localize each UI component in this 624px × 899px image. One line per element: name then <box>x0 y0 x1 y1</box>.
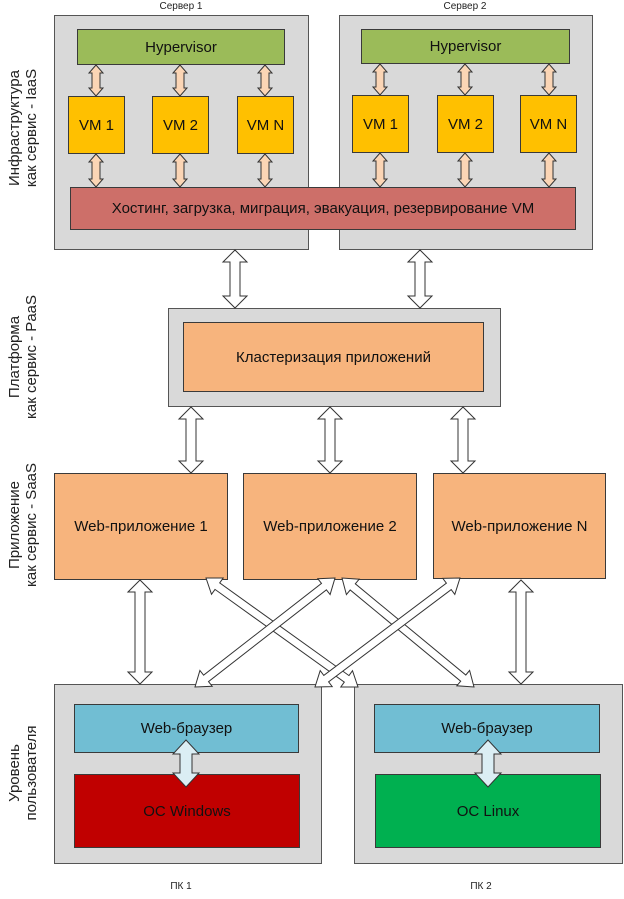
arrow-app2-pc2 <box>341 577 475 688</box>
arrow-server2-platform <box>406 249 434 309</box>
hosting-bar[interactable]: Хостинг, загрузка, миграция, эвакуация, … <box>70 187 576 230</box>
arrow-app1-pc2 <box>205 577 359 688</box>
web-app-1[interactable]: Web-приложение 1 <box>54 473 228 580</box>
server-2-caption: Сервер 2 <box>443 1 487 12</box>
pc-1-caption: ПК 1 <box>170 881 192 892</box>
arrow-app1-pc1 <box>126 579 154 685</box>
arrow-appn-pc2 <box>507 579 535 685</box>
server-2-vm-2[interactable]: VM 2 <box>437 95 494 153</box>
server-2-vm-n[interactable]: VM N <box>520 95 577 153</box>
server-1-hypervisor[interactable]: Hypervisor <box>77 29 285 65</box>
server-1-vm-1[interactable]: VM 1 <box>68 96 125 154</box>
pc-1-browser[interactable]: Web-браузер <box>74 704 299 753</box>
layer-label-line: пользователя <box>23 725 40 821</box>
layer-label-line: Инфраструктура <box>6 70 23 186</box>
arrow-platform-appn <box>449 406 477 474</box>
layer-label-saas: Приложение как сервис - SaaS <box>6 415 40 635</box>
server-2-vm-1[interactable]: VM 1 <box>352 95 409 153</box>
layer-label-line: Уровень <box>6 744 23 802</box>
pc-2-browser[interactable]: Web-браузер <box>374 704 600 753</box>
arrow-platform-app1 <box>177 406 205 474</box>
server-1-caption: Сервер 1 <box>159 1 203 12</box>
cluster-box[interactable]: Кластеризация приложений <box>183 322 484 392</box>
web-app-2[interactable]: Web-приложение 2 <box>243 473 417 580</box>
server-1-vm-2[interactable]: VM 2 <box>152 96 209 154</box>
layer-label-line: как сервис - SaaS <box>23 462 40 588</box>
pc-2-os[interactable]: ОС Linux <box>375 774 601 848</box>
layer-label-line: Приложение <box>6 481 23 569</box>
server-2-hypervisor[interactable]: Hypervisor <box>361 29 570 64</box>
web-app-n[interactable]: Web-приложение N <box>433 473 606 579</box>
layer-label-line: как сервис - IaaS <box>23 68 40 188</box>
pc-2-caption: ПК 2 <box>470 881 492 892</box>
layer-label-user: Уровень пользователя <box>6 663 40 883</box>
arrow-server1-platform <box>221 249 249 309</box>
arrow-platform-app2 <box>316 406 344 474</box>
server-1-vm-n[interactable]: VM N <box>237 96 294 154</box>
arrow-app2-pc1 <box>194 577 336 688</box>
layer-label-iaas: Инфраструктура как сервис - IaaS <box>6 18 40 238</box>
pc-1-os[interactable]: ОС Windows <box>74 774 300 848</box>
arrow-appn-pc1 <box>314 577 461 688</box>
